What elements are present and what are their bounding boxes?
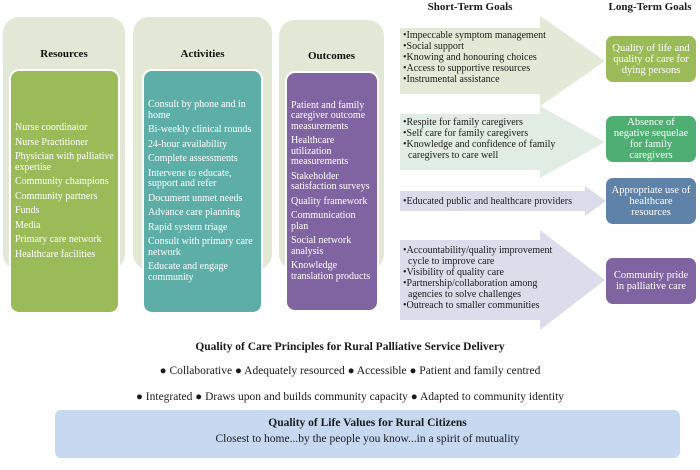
short-term-goals-header: Short-Term Goals (427, 1, 513, 13)
activities-title: Activities (180, 48, 225, 60)
list-item: •Knowing and honouring choices (403, 52, 537, 63)
list-item: Rapid system triage (148, 221, 228, 233)
list-item: •Self care for family caregivers (403, 128, 529, 139)
list-item: •Impeccable symptom management (403, 30, 546, 41)
resources-list: Nurse coordinator Nurse Practitioner Phy… (9, 69, 120, 314)
resources-title: Resources (40, 48, 88, 60)
list-item: Quality framework (291, 195, 368, 207)
list-item: Nurse Practitioner (15, 136, 89, 148)
list-item: Patient and family caregiver outcome mea… (291, 99, 366, 132)
long-term-goal-4: Community pride in palliative care (605, 257, 697, 305)
list-item: •Instrumental assistance (403, 74, 500, 85)
long-term-goal-3: Appropriate use of healthcare resources (605, 177, 697, 225)
list-item: Communication plan (291, 210, 356, 232)
list-item: •Knowledge and confidence of family care… (403, 139, 556, 161)
list-item: Healthcare facilities (15, 248, 96, 260)
list-item: Physician with palliative expertise (15, 151, 114, 173)
principles-line-2: ● Integrated ● Draws upon and builds com… (135, 391, 565, 403)
activities-list: Consult by phone and in home Bi-weekly c… (142, 69, 263, 314)
short-term-arrow-1: •Impeccable symptom management •Social s… (400, 16, 605, 106)
list-item: •Visibility of quality care (403, 267, 504, 278)
long-term-goal-2: Absence of negative sequelae for family … (605, 115, 697, 163)
list-item: Nurse coordinator (15, 122, 88, 133)
list-item: •Partnership/collaboration among agencie… (403, 278, 538, 300)
values-box: Quality of Life Values for Rural Citizen… (55, 410, 680, 458)
values-text: Closest to home...by the people you know… (215, 433, 520, 445)
arrow-shape (400, 16, 605, 106)
list-item: Primary care network (15, 234, 102, 245)
list-item: Social network analysis (291, 235, 352, 257)
arrow-shape (400, 230, 605, 330)
list-item: •Outreach to smaller communities (403, 300, 540, 311)
principles-title: Quality of Care Principles for Rural Pal… (195, 341, 505, 353)
list-item: Stakeholder satisfaction surveys (291, 170, 370, 193)
short-term-arrow-2: •Respite for family caregivers •Self car… (400, 106, 605, 178)
short-term-arrow-3: •Educated public and healthcare provider… (400, 186, 606, 216)
list-item: Healthcare utilization measurements (291, 135, 349, 168)
list-item: Community partners (15, 190, 98, 202)
list-item: Advance care planning (148, 207, 241, 218)
list-item: Bi-weekly clinical rounds (148, 124, 252, 135)
outcomes-title: Outcomes (307, 50, 356, 62)
principles-line-1: ● Collaborative ● Adequately resourced ●… (159, 365, 541, 377)
arrow-shape (400, 106, 605, 178)
list-item: 24-hour availability (148, 138, 228, 150)
list-item: Intervene to educate, support and refer (148, 167, 232, 189)
long-term-goal-1: Quality of life and quality of care for … (605, 35, 697, 83)
list-item: Educate and engage community (148, 261, 228, 283)
list-item: Complete assessments (148, 153, 238, 164)
list-item: Consult by phone and in home (148, 99, 246, 121)
short-term-arrow-4: •Accountability/quality improvement cycl… (400, 230, 605, 330)
list-item: •Social support (403, 41, 465, 52)
outcomes-list: Patient and family caregiver outcome mea… (285, 71, 379, 312)
long-term-goals-header: Long-Term Goals (608, 1, 692, 13)
list-item: Document unmet needs (148, 192, 243, 204)
list-item: Media (15, 219, 41, 231)
list-item: •Access to supportive resources (403, 63, 531, 74)
list-item: Knowledge translation products (291, 260, 371, 282)
list-item: •Respite for family caregivers (403, 117, 523, 128)
list-item: Consult with primary care network (148, 236, 253, 258)
list-item: •Accountability/quality improvement cycl… (403, 245, 553, 267)
list-item: •Educated public and healthcare provider… (403, 196, 572, 207)
arrow-shape (400, 186, 606, 216)
list-item: Community champions (15, 176, 109, 187)
values-title: Quality of Life Values for Rural Citizen… (268, 417, 467, 429)
list-item: Funds (15, 205, 40, 216)
